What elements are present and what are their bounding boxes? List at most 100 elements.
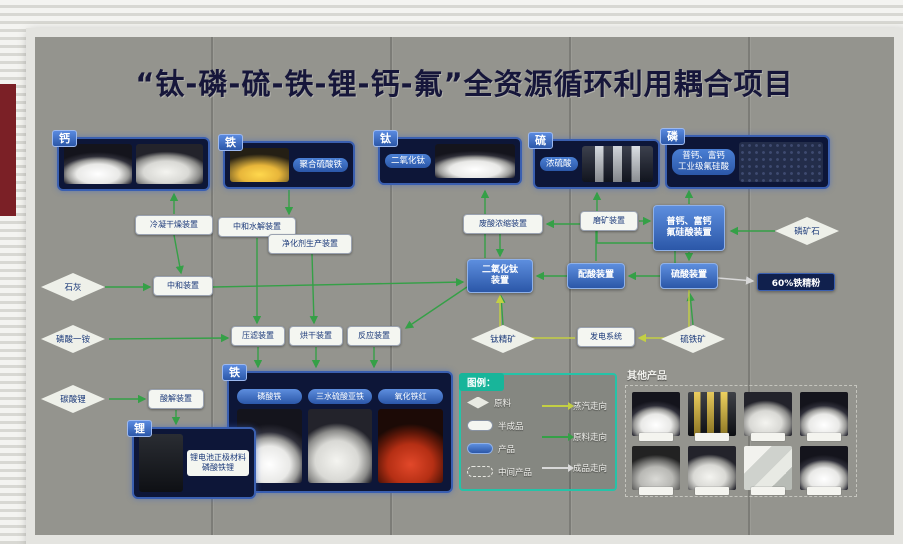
other-products-section: 其他产品 xyxy=(625,367,857,497)
other-product-tile xyxy=(632,446,680,495)
unit-neutral-hydrolysis: 中和水解装置 xyxy=(218,217,296,237)
unit-drying: 烘干装置 xyxy=(289,326,343,346)
product-box-calcium: 钙 xyxy=(52,130,210,191)
sulfuric-acid-photo xyxy=(581,146,653,182)
raw-ilmenite: 钛精矿 xyxy=(471,325,535,353)
other-product-tile xyxy=(800,446,848,495)
iron-product-column: 氧化铁红 xyxy=(378,389,444,483)
unit-acid-blending-plant: 配酸装置 xyxy=(567,263,625,289)
raw-lime: 石灰 xyxy=(41,273,105,301)
raw-ilmenite-label: 钛精矿 xyxy=(490,335,516,345)
unit-reaction: 反应装置 xyxy=(347,326,401,346)
other-product-caption xyxy=(751,487,785,495)
unit-sulfuric-acid-plant: 硫酸装置 xyxy=(660,263,718,289)
titanium-dioxide-label: 二氧化钛 xyxy=(385,153,432,169)
other-product-caption xyxy=(695,487,729,495)
other-product-photo xyxy=(632,392,680,436)
lfp-material-photo xyxy=(139,434,183,492)
legend-product-label: 产品 xyxy=(498,444,516,455)
other-product-tile xyxy=(688,392,736,441)
product-box-sulfur: 硫 浓硫酸 xyxy=(528,132,660,189)
other-product-tile xyxy=(800,392,848,441)
unit-waste-acid-concentration: 废酸浓缩装置 xyxy=(463,214,543,234)
element-tag-iron: 铁 xyxy=(218,134,243,152)
raw-phosphate-rock: 磷矿石 xyxy=(775,217,839,245)
wall-red-panel xyxy=(0,84,16,216)
iron-oxide-red-photo xyxy=(378,409,444,483)
element-tag-titanium: 钛 xyxy=(373,130,398,148)
legend-product-arrow-label: 成品走向 xyxy=(573,463,608,474)
other-product-caption xyxy=(695,433,729,441)
calcium-product-photo-2 xyxy=(135,144,203,184)
other-product-tile xyxy=(744,392,792,441)
legend-row-raw-arrow: 原料走向 xyxy=(542,431,609,443)
other-products-grid xyxy=(625,385,857,497)
sulfuric-plant-label: 硫酸装置 xyxy=(670,270,707,281)
diamond-shape-icon xyxy=(467,396,489,409)
sulfuric-acid-label: 浓硫酸 xyxy=(540,156,578,172)
legend-arrows-column: 蒸汽走向 原料走向 成品走向 xyxy=(542,391,609,483)
ferrous-sulfate-label: 三水硫酸亚铁 xyxy=(307,389,373,404)
white-pill-shape-icon xyxy=(467,420,493,431)
iron-product-column: 三水硫酸亚铁 xyxy=(307,389,373,483)
iron-oxide-red-label: 氧化铁红 xyxy=(378,389,444,404)
raw-monoammonium-phosphate: 磷酸一铵 xyxy=(41,325,105,353)
ferrous-sulfate-photo xyxy=(307,409,373,483)
legend-box: 图例： 原料 半成品 产品 xyxy=(459,373,617,491)
unit-power-generation: 发电系统 xyxy=(577,327,635,347)
raw-lithium-carbonate: 碳酸锂 xyxy=(41,385,105,413)
phosphorus-label-line2: 工业级氟硅酸 xyxy=(678,162,730,172)
unit-condense-dry: 冷凝干燥装置 xyxy=(135,215,213,235)
dashed-pill-shape-icon xyxy=(467,466,493,477)
product-box-lithium: 锂 锂电池正极材料 磷酸铁锂 xyxy=(127,420,256,499)
board-surface: “钛-磷-硫-铁-锂-钙-氟”全资源循环利用耦合项目 钙 铁 聚合硫酸铁 钛 二… xyxy=(35,37,894,535)
product-box-titanium: 钛 二氧化钛 xyxy=(373,130,522,185)
other-product-photo xyxy=(800,446,848,490)
product-box-iron: 铁 聚合硫酸铁 xyxy=(218,134,355,189)
element-tag-iron-derivatives: 铁 xyxy=(222,364,247,382)
tio2-plant-line2: 装置 xyxy=(490,276,509,286)
legend-raw-arrow-label: 原料走向 xyxy=(573,432,608,443)
product-arrow-icon xyxy=(542,463,574,472)
element-tag-calcium: 钙 xyxy=(52,130,77,148)
other-product-photo xyxy=(688,446,736,490)
other-product-caption xyxy=(639,433,673,441)
lfp-label-line1: 锂电池正极材料 xyxy=(190,452,246,462)
other-product-photo xyxy=(744,392,792,436)
legend-raw-label: 原料 xyxy=(494,398,512,409)
product-box-iron-derivatives: 铁 磷酸铁 三水硫酸亚铁 氧化铁红 xyxy=(222,364,453,493)
board-title: “钛-磷-硫-铁-锂-钙-氟”全资源循环利用耦合项目 xyxy=(135,67,794,101)
unit-acid-dissolution: 酸解装置 xyxy=(148,389,204,409)
legend-title: 图例： xyxy=(459,373,504,391)
raw-pyrite-label: 硫铁矿 xyxy=(680,335,706,345)
element-tag-lithium: 锂 xyxy=(127,420,152,438)
other-product-caption xyxy=(751,433,785,441)
phosphorus-products-label: 普钙、富钙 工业级氟硅酸 xyxy=(672,149,736,175)
unit-purifier-production: 净化剂生产装置 xyxy=(268,234,352,254)
unit-ssp-fluosilicic-plant: 普钙、富钙 氟硅酸装置 xyxy=(653,205,725,251)
legend-steam-label: 蒸汽走向 xyxy=(573,402,608,413)
product-box-phosphorus: 磷 普钙、富钙 工业级氟硅酸 xyxy=(660,128,830,189)
element-tag-sulfur: 硫 xyxy=(528,132,553,150)
other-product-photo xyxy=(688,392,736,436)
raw-material-arrow-icon xyxy=(542,432,574,441)
raw-map-label: 磷酸一铵 xyxy=(55,335,90,345)
display-board: “钛-磷-硫-铁-锂-钙-氟”全资源循环利用耦合项目 钙 铁 聚合硫酸铁 钛 二… xyxy=(26,28,903,544)
raw-pyrite: 硫铁矿 xyxy=(661,325,725,353)
calcium-product-photo-1 xyxy=(64,144,132,184)
acid-blending-label: 配酸装置 xyxy=(577,270,614,281)
raw-lime-label: 石灰 xyxy=(64,283,82,293)
other-product-caption xyxy=(807,433,841,441)
blue-pill-shape-icon xyxy=(467,443,493,454)
raw-lithium-carbonate-label: 碳酸锂 xyxy=(60,395,86,405)
phosphorus-product-photo xyxy=(739,142,823,182)
legend-intermediate-label: 中间产品 xyxy=(498,467,533,478)
legend-semi-label: 半成品 xyxy=(498,421,524,432)
legend-row-intermediate: 中间产品 xyxy=(467,466,534,478)
legend-row-raw-material: 原料 xyxy=(467,396,534,409)
legend-row-product-arrow: 成品走向 xyxy=(542,462,609,474)
titanium-dioxide-photo xyxy=(435,144,515,178)
other-product-caption xyxy=(807,487,841,495)
iron-phosphate-label: 磷酸铁 xyxy=(237,389,302,404)
tio2-plant-line1: 二氧化钛 xyxy=(481,264,518,275)
